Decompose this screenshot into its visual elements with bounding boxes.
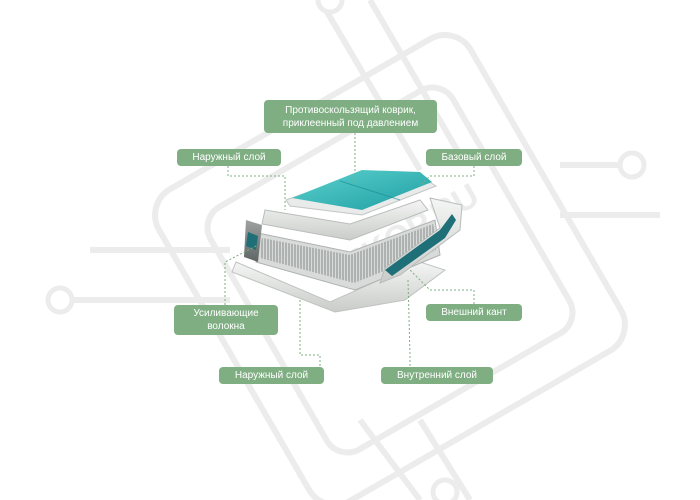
edge-band-shape (385, 214, 456, 276)
leader-base (419, 166, 475, 187)
label-inner-layer: Внутренний слой (381, 367, 493, 384)
fiber-shape (260, 224, 436, 283)
leader-outer-bottom (299, 300, 321, 370)
label-base-layer: Базовый слой (426, 149, 522, 166)
label-anti-slip-pad: Противоскользящий коврик, приклеенный по… (264, 100, 437, 133)
label-reinforcing-fibers: Усиливающие волокна (174, 305, 278, 335)
left-edge-band-shape (246, 232, 258, 250)
label-outer-edge: Внешний кант (426, 304, 522, 321)
label-outer-layer-bottom: Наружный слой (219, 367, 324, 384)
leader-inner (407, 279, 411, 370)
deck-pad-shape (292, 170, 432, 210)
top-layer-shape (261, 199, 429, 241)
leader-reinforcing (224, 244, 259, 305)
leader-outer-edge (409, 269, 475, 304)
leader-outer-top (227, 166, 286, 210)
label-outer-layer-top: Наружный слой (177, 149, 281, 166)
